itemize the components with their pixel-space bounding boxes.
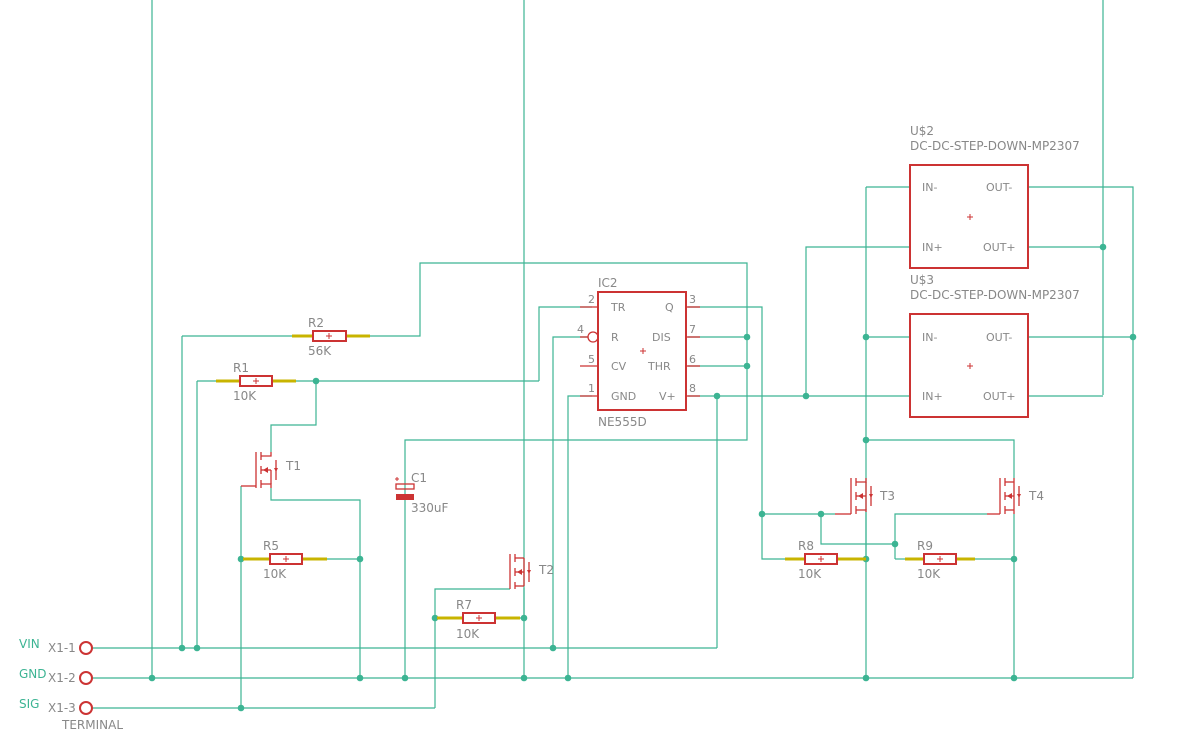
ic2-pin-r: R [611,331,619,344]
ic2-pin4-num: 4 [577,323,584,336]
t4-name: T4 [1028,489,1044,503]
ic2-pin-vplus: V+ [659,390,676,403]
terminal-net-sig: SIG [19,697,39,711]
ic2-pin-thr: THR [647,360,671,373]
c1-value: 330uF [411,501,449,515]
module-u2[interactable]: IN- IN+ OUT- OUT+ U$2 DC-DC-STEP-DOWN-MP… [909,124,1080,269]
ic2-pin6-num: 6 [689,353,696,366]
r2-value: 56K [308,344,332,358]
junctions [148,243,1137,712]
u3-name: U$3 [910,273,934,287]
u3-value: DC-DC-STEP-DOWN-MP2307 [910,288,1080,302]
resistor-r1[interactable]: R1 10K [216,361,296,403]
r8-name: R8 [798,539,814,553]
r1-name: R1 [233,361,249,375]
r5-name: R5 [263,539,279,553]
u2-name: U$2 [910,124,934,138]
ic2-pin1-num: 1 [588,382,595,395]
ic2-pin5-num: 5 [588,353,595,366]
r8-value: 10K [798,567,822,581]
terminal-net-gnd: GND [19,667,47,681]
t3-name: T3 [879,489,895,503]
terminal-pin-2: X1-2 [48,671,76,685]
terminal-value: TERMINAL [61,718,123,732]
resistor-r9[interactable]: R9 10K [905,539,975,581]
resistor-r5[interactable]: R5 10K [243,539,327,581]
wires [92,0,1134,709]
u3-pin-out-plus: OUT+ [983,390,1016,403]
mosfet-t3[interactable]: T3 [835,478,895,515]
c1-name: C1 [411,471,427,485]
resistor-r2[interactable]: R2 56K [292,316,370,358]
u2-value: DC-DC-STEP-DOWN-MP2307 [910,139,1080,153]
terminal-net-vin: VIN [19,637,40,651]
ic2-pin7-num: 7 [689,323,696,336]
r7-value: 10K [456,627,480,641]
resistor-r8[interactable]: R8 10K [785,539,866,581]
r5-value: 10K [263,567,287,581]
ic2-pin3-num: 3 [689,293,696,306]
t1-name: T1 [285,459,301,473]
r9-name: R9 [917,539,933,553]
u2-pin-out-plus: OUT+ [983,241,1016,254]
terminal-pin-1: X1-1 [48,641,76,655]
u3-pin-in-minus: IN- [922,331,937,344]
resistor-r7[interactable]: R7 10K [437,598,520,641]
r1-value: 10K [233,389,257,403]
t2-name: T2 [538,563,554,577]
u2-pin-out-minus: OUT- [986,181,1012,194]
u3-pin-out-minus: OUT- [986,331,1012,344]
ic2-pin-dis: DIS [652,331,671,344]
r2-name: R2 [308,316,324,330]
ic2-pin2-num: 2 [588,293,595,306]
ic2-value: NE555D [598,415,647,429]
u2-pin-in-minus: IN- [922,181,937,194]
terminal-pin-3: X1-3 [48,701,76,715]
r9-value: 10K [917,567,941,581]
u3-pin-in-plus: IN+ [922,390,943,403]
ic2-pin-gnd: GND [611,390,636,403]
mosfet-t2[interactable]: T2 [509,554,554,589]
terminal-x1[interactable]: VIN X1-1 GND X1-2 SIG X1-3 TERMINAL [19,637,123,732]
u2-pin-in-plus: IN+ [922,241,943,254]
mosfet-t1[interactable]: T1 [241,452,301,488]
mosfet-t4[interactable]: T4 [987,478,1044,515]
capacitor-c1[interactable]: C1 330uF [395,471,449,515]
module-u3[interactable]: IN- IN+ OUT- OUT+ U$3 DC-DC-STEP-DOWN-MP… [909,273,1080,418]
ic2-pin8-num: 8 [689,382,696,395]
ic2-ne555[interactable]: 2 TR 4 R 5 CV 1 GND 3 Q 7 DIS 6 THR 8 V+… [577,276,700,429]
ic2-pin-tr: TR [610,301,626,314]
ic2-pin-q: Q [665,301,674,314]
ic2-name: IC2 [598,276,618,290]
r7-name: R7 [456,598,472,612]
ic2-pin-cv: CV [611,360,627,373]
